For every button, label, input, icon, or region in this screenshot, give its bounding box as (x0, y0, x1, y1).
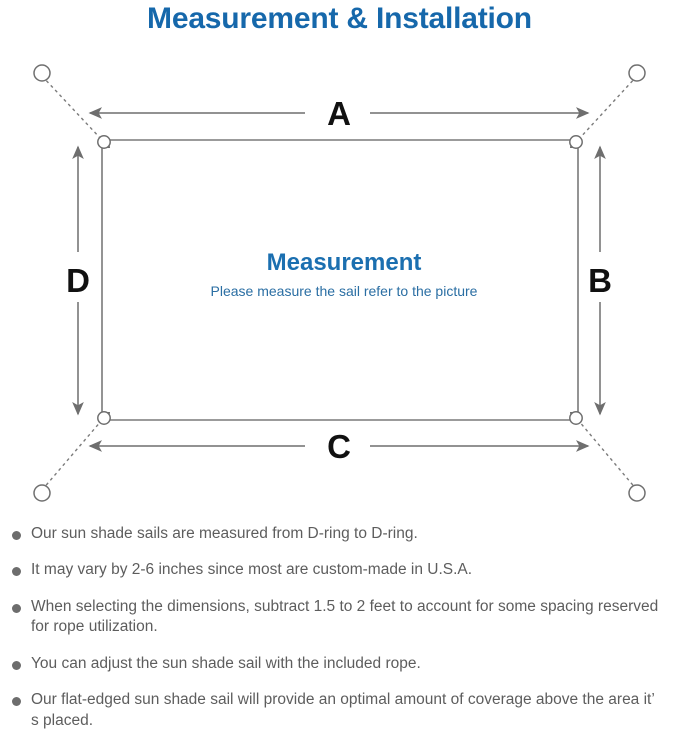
dimension-c-label: C (327, 428, 351, 465)
dimension-d-label: D (66, 262, 90, 299)
d-ring-top-right (569, 135, 583, 149)
d-ring-bottom-right (569, 411, 583, 425)
bullet-icon (12, 603, 21, 613)
note-text: You can adjust the sun shade sail with t… (31, 654, 421, 672)
sail-subheading: Please measure the sail refer to the pic… (211, 283, 478, 299)
page-title: Measurement & Installation (147, 2, 532, 35)
dimension-b-label: B (588, 262, 612, 299)
anchor-points (33, 64, 646, 502)
anchor-bottom-left (33, 484, 51, 502)
anchor-top-left (33, 64, 51, 82)
note-item: Our sun shade sails are measured from D-… (0, 524, 679, 544)
note-item: It may vary by 2-6 inches since most are… (0, 560, 679, 580)
d-ring-bottom-left (97, 411, 111, 425)
anchor-top-right (628, 64, 646, 82)
note-text: It may vary by 2-6 inches since most are… (31, 561, 473, 579)
rope-bottom-left (41, 419, 103, 491)
bullet-icon (12, 660, 21, 670)
measurement-diagram: A C D B Measurement Please measure the s… (0, 52, 679, 514)
bullet-icon (12, 697, 21, 707)
rope-bottom-right (577, 419, 638, 491)
note-item: When selecting the dimensions, subtract … (0, 597, 679, 638)
note-item: Our flat-edged sun shade sail will provi… (0, 690, 679, 731)
sail-heading: Measurement (267, 249, 422, 276)
rope-top-right (577, 75, 638, 141)
bullet-icon (12, 567, 21, 577)
bullet-icon (12, 531, 21, 540)
d-rings (97, 135, 583, 425)
note-item: You can adjust the sun shade sail with t… (0, 654, 679, 674)
rope-lines (41, 75, 638, 491)
dimension-a-label: A (327, 95, 351, 132)
anchor-bottom-right (628, 484, 646, 502)
note-text: Our flat-edged sun shade sail will provi… (31, 691, 655, 729)
notes-list: Our sun shade sails are measured from D-… (0, 524, 679, 747)
note-text: Our sun shade sails are measured from D-… (31, 525, 418, 542)
d-ring-top-left (97, 135, 111, 149)
sail-body (101, 139, 579, 421)
note-text: When selecting the dimensions, subtract … (31, 597, 659, 636)
rope-top-left (41, 75, 103, 141)
